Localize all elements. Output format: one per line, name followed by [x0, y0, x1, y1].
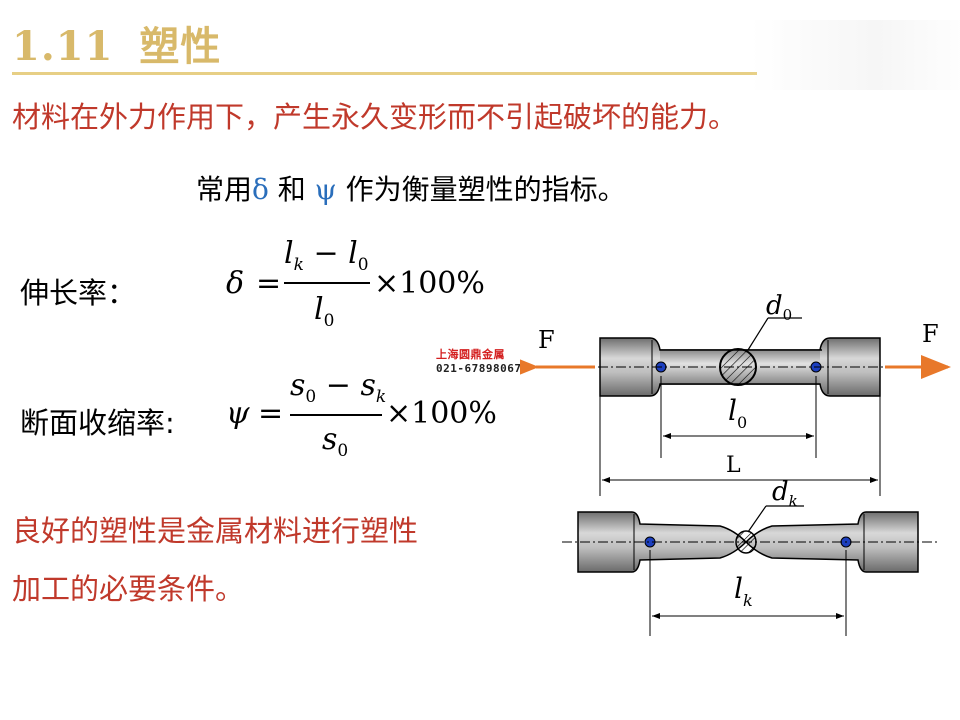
elongation-denominator: l0	[314, 292, 335, 331]
necked-specimen	[562, 511, 940, 573]
tensile-specimen-diagram: F F d0 l0 L dk lk	[520, 291, 951, 636]
indicator-and: 和	[277, 173, 306, 206]
corner-decoration	[750, 20, 960, 90]
elongation-fraction-bar	[284, 282, 370, 284]
gauge-length-before-label: l0	[728, 394, 747, 432]
gauge-length-after-label: lk	[734, 572, 753, 610]
slide-title: 1.11 塑性	[12, 14, 221, 72]
delta-symbol: δ	[252, 173, 269, 206]
definition-text: 材料在外力作用下，产生永久变形而不引起破坏的能力。	[12, 100, 738, 134]
section-title: 塑性	[139, 23, 222, 70]
title-underline	[12, 72, 757, 75]
reduction-formula: ψ = s0 − sk s0 ×100%	[226, 368, 506, 468]
elongation-multiplier: ×100%	[374, 266, 485, 301]
total-length-label: L	[726, 453, 741, 478]
force-label-right: F	[922, 320, 939, 348]
equals-sign-2: =	[258, 396, 284, 431]
diameter-after-label: dk	[772, 477, 798, 510]
force-label-left: F	[538, 326, 555, 354]
elongation-label: 伸长率：	[20, 276, 137, 310]
indicator-prefix: 常用	[196, 173, 253, 206]
reduction-fraction-bar	[290, 414, 382, 416]
section-number: 1.11	[12, 23, 114, 70]
psi-symbol: ψ	[314, 173, 337, 206]
diameter-before-label: d0	[766, 291, 792, 324]
elongation-formula: δ = lk − l0 l0 ×100%	[226, 236, 496, 336]
reduction-denominator: s0	[322, 422, 349, 461]
elongation-numerator: lk − l0	[284, 236, 369, 275]
reduction-symbol: ψ	[226, 396, 250, 431]
watermark: 上海圆鼎金属 021-67898067	[436, 348, 521, 376]
conclusion-line-2: 加工的必要条件。	[12, 572, 245, 606]
conclusion-line-1: 良好的塑性是金属材料进行塑性	[12, 514, 419, 548]
original-specimen	[580, 337, 905, 397]
watermark-company: 上海圆鼎金属	[436, 348, 505, 361]
reduction-label: 断面收缩率:	[20, 406, 175, 440]
watermark-phone: 021-67898067	[436, 362, 522, 375]
equals-sign-1: =	[256, 266, 282, 301]
indicator-suffix: 作为衡量塑性的指标。	[345, 173, 626, 206]
reduction-numerator: s0 − sk	[290, 368, 387, 407]
elongation-symbol: δ	[226, 266, 245, 301]
reduction-multiplier: ×100%	[386, 396, 497, 431]
indicator-sentence: 常用δ 和 ψ 作为衡量塑性的指标。	[196, 168, 626, 208]
